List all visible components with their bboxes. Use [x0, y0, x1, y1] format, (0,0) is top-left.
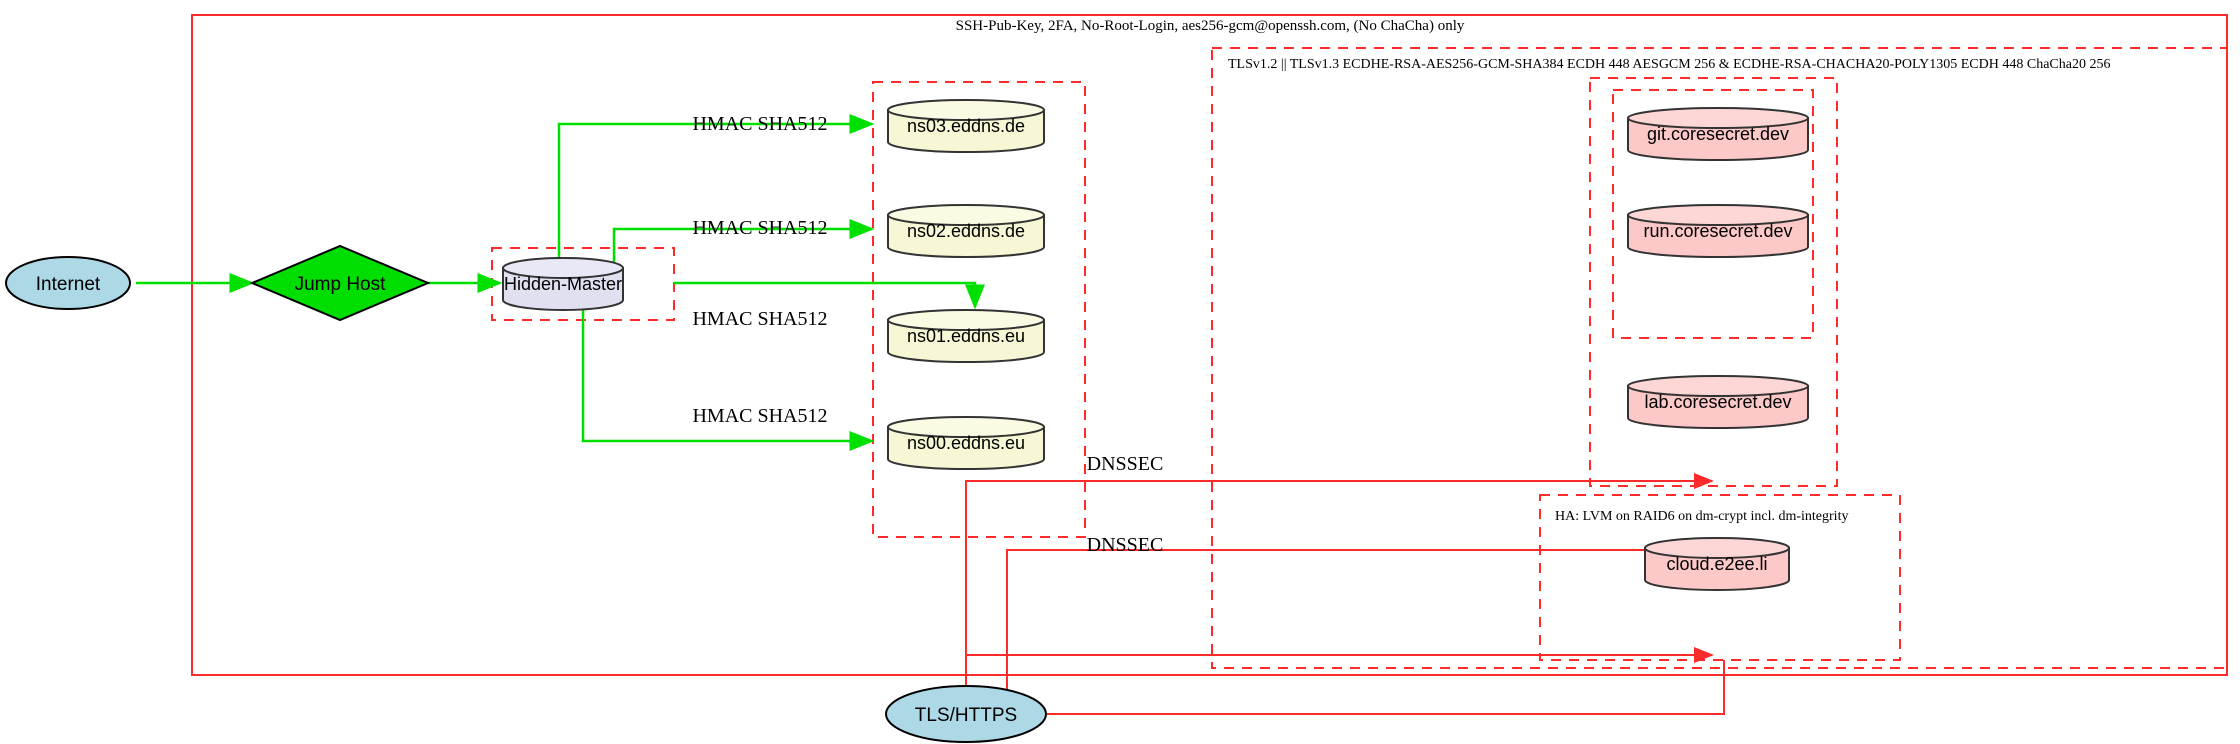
edge-label-dnssec-2: DNSSEC	[1087, 534, 1164, 556]
edge-tlshttps-right-return	[1047, 660, 1725, 715]
cluster-ns-group	[872, 81, 1086, 538]
node-tls-https[interactable]: TLS/HTTPS	[885, 685, 1047, 743]
node-cloud-e2ee-label: cloud.e2ee.li	[1666, 554, 1767, 574]
node-jump-host[interactable]: Jump Host	[249, 244, 431, 322]
edge-label-dnssec-1: DNSSEC	[1087, 453, 1164, 475]
edge-label-hmac-2: HMAC SHA512	[692, 217, 827, 239]
node-run-coresecret-label: run.coresecret.dev	[1643, 221, 1792, 241]
node-ns00[interactable]: ns00.eddns.eu	[887, 416, 1045, 470]
node-lab-coresecret-label: lab.coresecret.dev	[1644, 392, 1791, 412]
cluster-coresecret-inner	[1612, 89, 1814, 339]
cluster-ha	[1539, 494, 1901, 661]
edge-label-hmac-4: HMAC SHA512	[692, 405, 827, 427]
cluster-ssh-outer	[191, 14, 2228, 676]
cluster-tls	[1211, 47, 2228, 669]
cluster-tls-label: TLSv1.2 || TLSv1.3 ECDHE-RSA-AES256-GCM-…	[1228, 57, 2110, 72]
node-jump-host-label: Jump Host	[295, 274, 387, 295]
node-lab-coresecret[interactable]: lab.coresecret.dev	[1627, 375, 1809, 429]
cluster-ssh-outer-label: SSH-Pub-Key, 2FA, No-Root-Login, aes256-…	[956, 18, 1465, 34]
edge-tlshttps-to-ha	[1006, 542, 1714, 700]
node-hidden-master[interactable]: Hidden-Master	[502, 257, 624, 311]
node-git-coresecret[interactable]: git.coresecret.dev	[1627, 107, 1809, 161]
edge-hiddenmaster-to-ns01	[674, 281, 985, 310]
node-ns03[interactable]: ns03.eddns.de	[887, 99, 1045, 153]
node-git-coresecret-label: git.coresecret.dev	[1647, 124, 1789, 144]
node-ns02-label: ns02.eddns.de	[907, 221, 1025, 241]
node-ns01[interactable]: ns01.eddns.eu	[887, 309, 1045, 363]
node-internet-label: Internet	[36, 274, 101, 295]
node-ns03-label: ns03.eddns.de	[907, 116, 1025, 136]
node-cloud-e2ee[interactable]: cloud.e2ee.li	[1644, 537, 1790, 591]
node-hidden-master-label: Hidden-Master	[504, 274, 622, 294]
edge-hiddenmaster-to-ns03	[557, 114, 875, 262]
node-ns02[interactable]: ns02.eddns.de	[887, 204, 1045, 258]
node-ns00-label: ns00.eddns.eu	[907, 433, 1025, 453]
edge-hiddenmaster-to-ns00	[581, 310, 875, 451]
edge-label-hmac-1: HMAC SHA512	[692, 113, 827, 135]
node-run-coresecret[interactable]: run.coresecret.dev	[1627, 204, 1809, 258]
node-ns01-label: ns01.eddns.eu	[907, 326, 1025, 346]
edge-hiddenmaster-to-ns02	[612, 219, 875, 262]
edge-label-hmac-3: HMAC SHA512	[692, 308, 827, 330]
node-tls-https-label: TLS/HTTPS	[915, 705, 1017, 726]
edge-tlshttps-to-coresecret	[965, 473, 1714, 714]
node-internet[interactable]: Internet	[5, 256, 131, 310]
cluster-ha-label: HA: LVM on RAID6 on dm-crypt incl. dm-in…	[1555, 509, 1848, 524]
